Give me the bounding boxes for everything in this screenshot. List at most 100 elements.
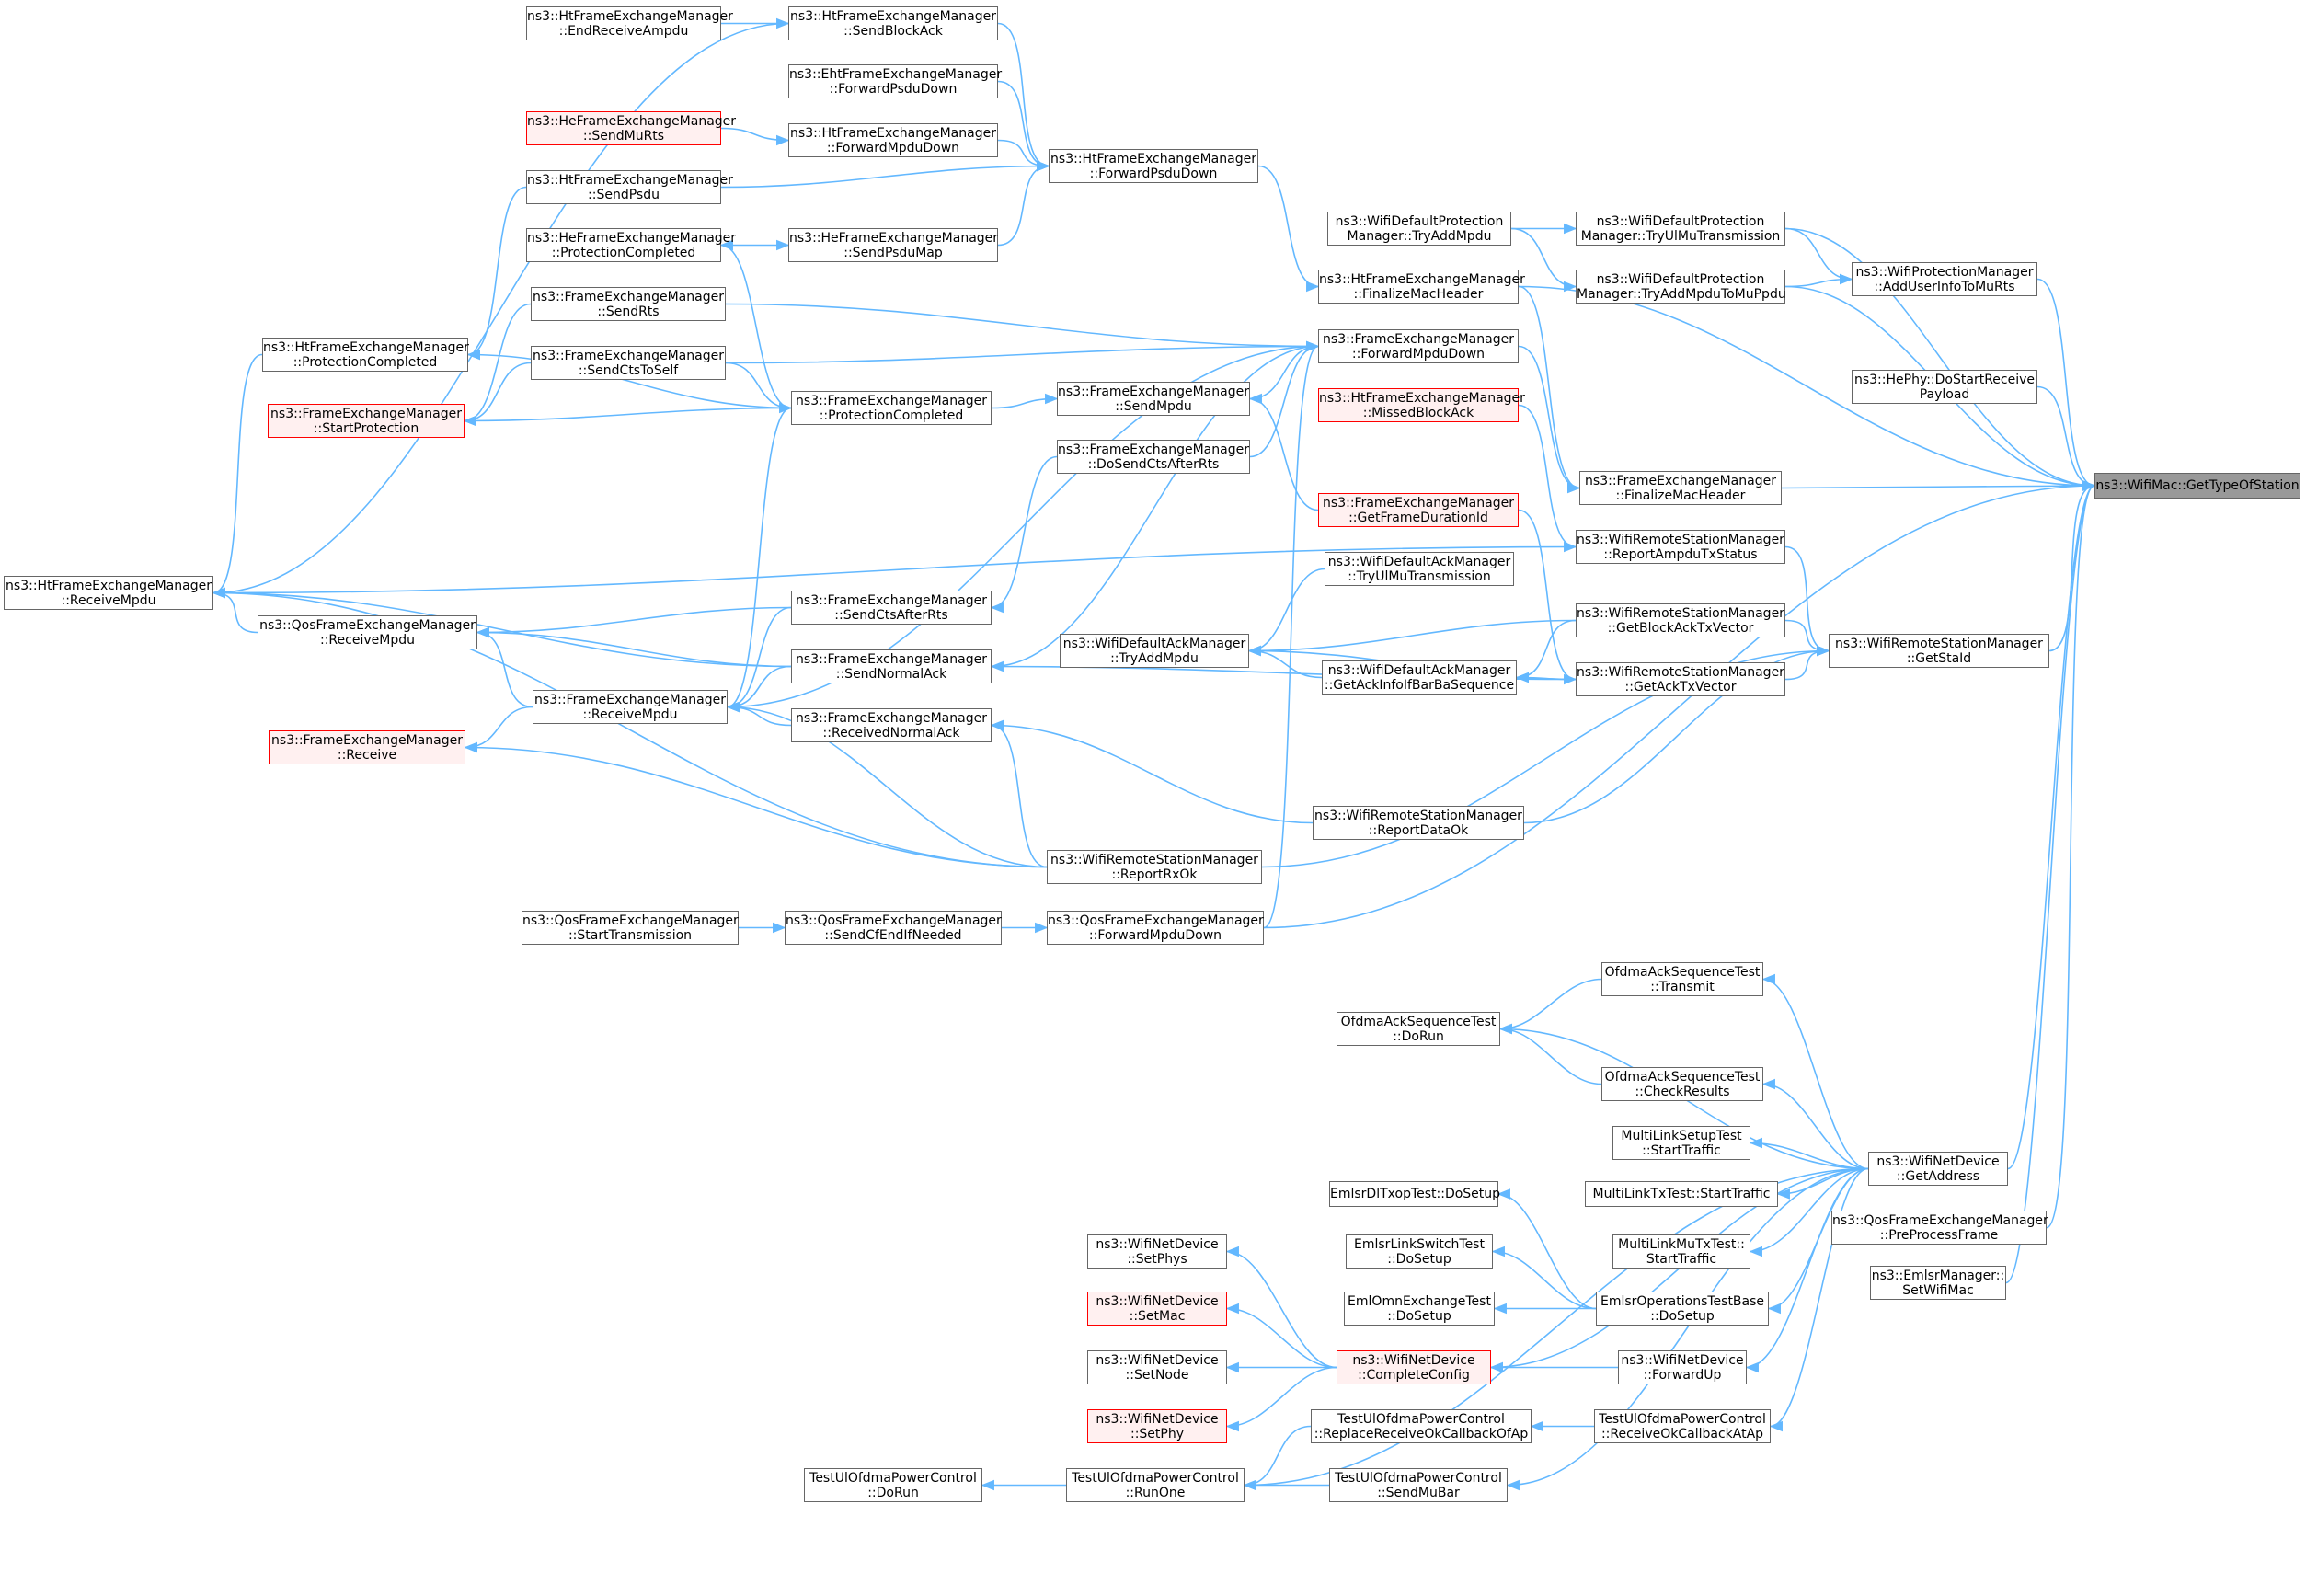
edge-WrsmReportRxOk-to-FemReceive: [464, 741, 1048, 868]
node-wrsm-report-ampdu-tx-status[interactable]: ns3::WifiRemoteStationManager::ReportAmp…: [1576, 530, 1785, 564]
edge-WndGetAddress-to-GetTypeOfStation: [2007, 480, 2096, 1170]
node-wpm-add-user-info-to-mu-rts[interactable]: ns3::WifiProtectionManager::AddUserInfoT…: [1852, 262, 2037, 296]
node-fem-protection-completed[interactable]: ns3::FrameExchangeManager::ProtectionCom…: [791, 391, 992, 425]
node-wrsm-get-sta-id[interactable]: ns3::WifiRemoteStationManager::GetStaId: [1829, 634, 2049, 668]
edge-FemGetFrameDur-to-WrsmGetAckTx: [1518, 509, 1577, 685]
node-wrsm-get-ack-tx-vector[interactable]: ns3::WifiRemoteStationManager::GetAckTxV…: [1576, 662, 1785, 696]
node-ht-finalize-mac-header[interactable]: ns3::HtFrameExchangeManager::FinalizeMac…: [1318, 270, 1525, 304]
edge-EmlsrMgrSetWifiMac-to-GetTypeOfStation: [2005, 480, 2096, 1284]
node-ofdma-ack-check-results[interactable]: OfdmaAckSequenceTest::CheckResults: [1601, 1067, 1763, 1101]
node-eht-forward-psdu-down[interactable]: ns3::EhtFrameExchangeManager::ForwardPsd…: [788, 64, 1002, 98]
node-ht-forward-mpdu-down[interactable]: ns3::HtFrameExchangeManager::ForwardMpdu…: [788, 123, 998, 157]
node-wifinetdevice-set-phys[interactable]: ns3::WifiNetDevice::SetPhys: [1087, 1234, 1227, 1269]
edge-HtSendBlockAck-to-HtReceiveMpdu: [212, 22, 789, 599]
node-fem-forward-mpdu-down[interactable]: ns3::FrameExchangeManager::ForwardMpduDo…: [1318, 329, 1519, 363]
node-tupc-receive-ok-callback-at-ap[interactable]: TestUlOfdmaPowerControl::ReceiveOkCallba…: [1594, 1409, 1771, 1443]
edge-WrsmGetAckTx-to-WrsmGetStaId: [1784, 645, 1830, 681]
edge-TupcReplaceRecv-to-TupcRunOne: [1243, 1425, 1312, 1491]
edge-WrsmGetStaId-to-GetTypeOfStation: [2048, 480, 2096, 652]
edge-HtFwdMpduDown-to-HtFwdPsduDown: [997, 139, 1050, 172]
edge-FemSendRts-to-FemFwdMpduDown: [725, 303, 1320, 352]
edge-WdpTryUlMu-to-WpmAddUserInfo: [1784, 227, 1853, 285]
node-ofdma-ack-do-run[interactable]: OfdmaAckSequenceTest::DoRun: [1337, 1012, 1500, 1046]
edge-FemSendRts-to-FemStartProtection: [463, 303, 532, 427]
node-wda-try-ul-mu-transmission[interactable]: ns3::WifiDefaultAckManager::TryUlMuTrans…: [1325, 552, 1514, 586]
node-wifinetdevice-set-node[interactable]: ns3::WifiNetDevice::SetNode: [1087, 1350, 1227, 1384]
node-emlsr-operations-test-base-do-setup[interactable]: EmlsrOperationsTestBase::DoSetup: [1596, 1292, 1769, 1326]
edge-FemProtCompleted-to-HtProtCompleted: [466, 349, 792, 409]
node-wifinetdevice-set-mac[interactable]: ns3::WifiNetDevice::SetMac: [1087, 1292, 1227, 1326]
edge-WndGetAddress-to-TupcSendMuBar: [1506, 1167, 1869, 1491]
node-tupc-do-run[interactable]: TestUlOfdmaPowerControl::DoRun: [804, 1468, 982, 1502]
node-ht-protection-completed[interactable]: ns3::HtFrameExchangeManager::ProtectionC…: [262, 338, 469, 372]
node-multilink-setup-start-traffic[interactable]: MultiLinkSetupTest::StartTraffic: [1612, 1126, 1750, 1160]
node-emlsr-dl-txop-do-setup[interactable]: EmlsrDlTxopTest::DoSetup: [1329, 1181, 1500, 1207]
node-emlsr-link-switch-do-setup[interactable]: EmlsrLinkSwitchTest::DoSetup: [1346, 1234, 1493, 1269]
node-fem-send-cts-to-self[interactable]: ns3::FrameExchangeManager::SendCtsToSelf: [531, 346, 726, 380]
edge-QosPreProcess-to-GetTypeOfStation: [2046, 480, 2096, 1229]
node-ht-end-receive-ampdu[interactable]: ns3::HtFrameExchangeManager::EndReceiveA…: [526, 6, 733, 40]
node-ht-receive-mpdu[interactable]: ns3::HtFrameExchangeManager::ReceiveMpdu: [4, 576, 213, 610]
edge-WrsmGetBlockAckTx-to-WdaTryAddMpdu: [1247, 619, 1577, 657]
node-ofdma-ack-transmit[interactable]: OfdmaAckSequenceTest::Transmit: [1601, 962, 1763, 996]
edge-HtSendPsdu-to-HtProtCompleted: [466, 186, 527, 361]
node-wifinetdevice-get-address[interactable]: ns3::WifiNetDevice::GetAddress: [1868, 1152, 2008, 1186]
node-wifinetdevice-complete-config[interactable]: ns3::WifiNetDevice::CompleteConfig: [1337, 1350, 1491, 1384]
node-wifinetdevice-set-phy[interactable]: ns3::WifiNetDevice::SetPhy: [1087, 1409, 1227, 1443]
node-fem-send-normal-ack[interactable]: ns3::FrameExchangeManager::SendNormalAck: [791, 649, 992, 683]
edge-FemProtCompleted-to-FemStartProtection: [463, 407, 792, 427]
node-emlsr-manager-set-wifi-mac[interactable]: ns3::EmlsrManager::SetWifiMac: [1870, 1266, 2006, 1300]
node-qos-send-cf-end-if-needed[interactable]: ns3::QosFrameExchangeManager::SendCfEndI…: [785, 911, 1002, 945]
edge-FemFinalizeMacHeader-to-GetTypeOfStation: [1781, 480, 2096, 491]
node-qos-receive-mpdu[interactable]: ns3::QosFrameExchangeManager::ReceiveMpd…: [258, 615, 477, 649]
node-wifinetdevice-forward-up[interactable]: ns3::WifiNetDevice::ForwardUp: [1618, 1350, 1747, 1384]
node-wda-get-ack-info-if-bar-ba-sequence[interactable]: ns3::WifiDefaultAckManager::GetAckInfoIf…: [1322, 660, 1517, 695]
node-multilink-mu-tx-start-traffic[interactable]: MultiLinkMuTxTest::StartTraffic: [1612, 1234, 1750, 1269]
node-fem-receive-mpdu[interactable]: ns3::FrameExchangeManager::ReceiveMpdu: [533, 690, 728, 724]
edge-WdpTryAddMpdu-to-WdpTryAddMpduToMuPpdu: [1510, 227, 1577, 293]
node-multilink-tx-start-traffic[interactable]: MultiLinkTxTest::StartTraffic: [1585, 1181, 1778, 1207]
edge-HePhyDoStartRecv-to-GetTypeOfStation: [2036, 385, 2096, 491]
edge-WrsmReportDataOk-to-WrsmGetStaId: [1523, 645, 1830, 824]
node-wda-try-add-mpdu[interactable]: ns3::WifiDefaultAckManager::TryAddMpdu: [1060, 634, 1249, 668]
node-he-send-psdu-map[interactable]: ns3::HeFrameExchangeManager::SendPsduMap: [788, 228, 998, 262]
node-qos-start-transmission[interactable]: ns3::QosFrameExchangeManager::StartTrans…: [522, 911, 739, 945]
node-fem-do-send-cts-after-rts[interactable]: ns3::FrameExchangeManager::DoSendCtsAfte…: [1057, 440, 1250, 474]
node-wrsm-report-data-ok[interactable]: ns3::WifiRemoteStationManager::ReportDat…: [1313, 806, 1524, 840]
node-fem-start-protection[interactable]: ns3::FrameExchangeManager::StartProtecti…: [268, 404, 465, 438]
node-eml-omn-exchange-do-setup[interactable]: EmlOmnExchangeTest::DoSetup: [1344, 1292, 1495, 1326]
node-fem-finalize-mac-header[interactable]: ns3::FrameExchangeManager::FinalizeMacHe…: [1579, 471, 1782, 505]
node-ht-missed-block-ack[interactable]: ns3::HtFrameExchangeManager::MissedBlock…: [1318, 388, 1525, 422]
node-tupc-send-mu-bar[interactable]: TestUlOfdmaPowerControl::SendMuBar: [1329, 1468, 1508, 1502]
edge-WndGetAddress-to-WndForwardUp: [1745, 1167, 1869, 1373]
node-ht-forward-psdu-down[interactable]: ns3::HtFrameExchangeManager::ForwardPsdu…: [1049, 149, 1258, 183]
node-fem-send-rts[interactable]: ns3::FrameExchangeManager::SendRts: [531, 287, 726, 321]
edge-WrsmReportRxOk-to-FemReceiveMpdu: [726, 701, 1048, 868]
node-tupc-run-one[interactable]: TestUlOfdmaPowerControl::RunOne: [1066, 1468, 1245, 1502]
node-fem-received-normal-ack[interactable]: ns3::FrameExchangeManager::ReceivedNorma…: [791, 708, 992, 742]
node-he-send-mu-rts[interactable]: ns3::HeFrameExchangeManager::SendMuRts: [526, 111, 736, 145]
node-wrsm-get-block-ack-tx-vector[interactable]: ns3::WifiRemoteStationManager::GetBlockA…: [1576, 603, 1785, 637]
node-tupc-replace-receive-ok-callback-of-ap[interactable]: TestUlOfdmaPowerControl::ReplaceReceiveO…: [1311, 1409, 1532, 1443]
node-fem-receive[interactable]: ns3::FrameExchangeManager::Receive: [269, 730, 465, 764]
node-wifimac-get-type-of-station[interactable]: ns3::WifiMac::GetTypeOfStation: [2094, 473, 2300, 499]
node-wrsm-report-rx-ok[interactable]: ns3::WifiRemoteStationManager::ReportRxO…: [1047, 850, 1262, 884]
edge-HtFwdPsduDown-to-HtFinalizeMacHeader: [1257, 165, 1320, 293]
edge-WrsmGetBlockAckTx-to-WrsmGetStaId: [1784, 619, 1830, 657]
edge-FemReceiveMpdu-to-FemReceive: [464, 706, 533, 753]
node-he-protection-completed[interactable]: ns3::HeFrameExchangeManager::ProtectionC…: [526, 228, 736, 262]
node-fem-send-mpdu[interactable]: ns3::FrameExchangeManager::SendMpdu: [1057, 382, 1250, 416]
node-fem-get-frame-duration-id[interactable]: ns3::FrameExchangeManager::GetFrameDurat…: [1318, 493, 1519, 527]
node-qos-pre-process-frame[interactable]: ns3::QosFrameExchangeManager::PreProcess…: [1831, 1211, 2048, 1245]
edge-WndGetAddress-to-TupcRecvAtAp: [1769, 1167, 1869, 1432]
node-fem-send-cts-after-rts[interactable]: ns3::FrameExchangeManager::SendCtsAfterR…: [791, 591, 992, 625]
node-ht-send-psdu[interactable]: ns3::HtFrameExchangeManager::SendPsdu: [526, 170, 733, 204]
node-ht-send-block-ack[interactable]: ns3::HtFrameExchangeManager::SendBlockAc…: [788, 6, 998, 40]
node-qos-forward-mpdu-down[interactable]: ns3::QosFrameExchangeManager::ForwardMpd…: [1047, 911, 1264, 945]
